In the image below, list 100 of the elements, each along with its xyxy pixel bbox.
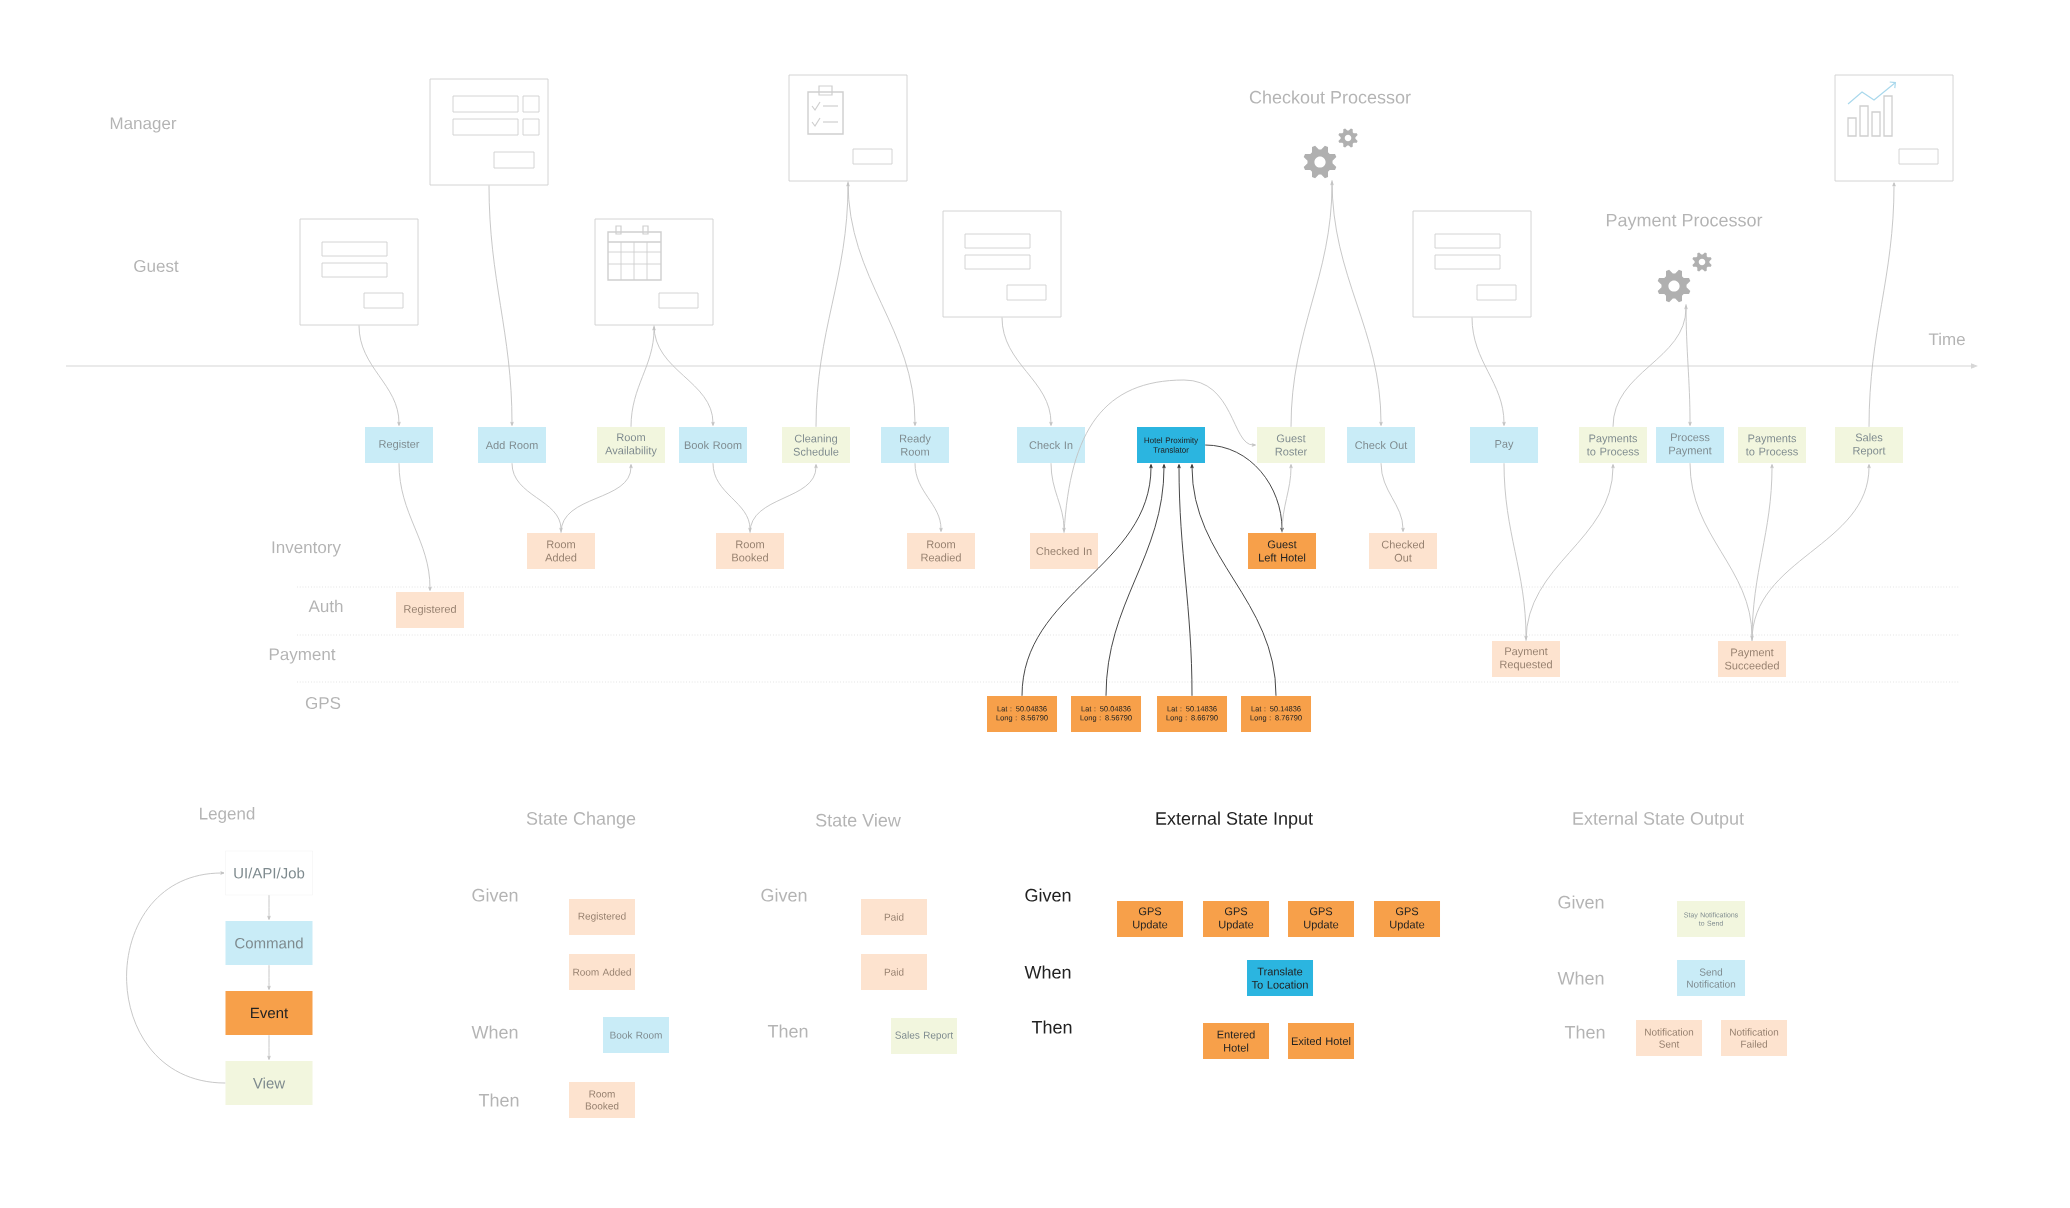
step-label: Then — [767, 1024, 808, 1038]
lane-label: Payment — [269, 648, 336, 664]
sticky-note: Registered — [569, 899, 635, 935]
sticky-note: Payment Requested — [1492, 641, 1560, 677]
sticky-note: Exited Hotel — [1288, 1023, 1354, 1059]
step-label: Then — [1564, 1025, 1605, 1039]
sticky-note: GPS Update — [1374, 901, 1440, 937]
legend-title: Legend — [200, 807, 255, 823]
arrow — [1612, 305, 1688, 428]
step-label: Given — [1558, 895, 1604, 909]
sticky-note: Checked In — [1030, 533, 1098, 569]
sticky-note: Send Notification — [1677, 960, 1745, 996]
step-label: When — [471, 1025, 518, 1039]
sticky-note: Cleaning Schedule — [782, 427, 850, 463]
sticky-note: Book Room — [603, 1017, 669, 1053]
lane-label: Manager — [110, 117, 177, 133]
arrow — [847, 181, 917, 426]
sticky-note: Sales Report — [1835, 427, 1903, 463]
arrow — [1290, 181, 1334, 428]
arrow — [560, 464, 633, 534]
sticky-note: GPS Update — [1288, 901, 1354, 937]
sticky-note: Command — [225, 921, 313, 965]
axis-label: Time — [1928, 332, 1965, 346]
arrow — [914, 462, 943, 532]
sticky-note: Payments to Process — [1738, 427, 1806, 463]
arrow — [1204, 444, 1284, 532]
arrow — [1281, 464, 1293, 534]
screen-mockup — [594, 218, 714, 326]
sticky-note: Room Added — [569, 954, 635, 990]
processor-label: Checkout Processor — [1249, 90, 1411, 104]
step-label: Then — [1031, 1020, 1072, 1034]
sticky-note: Book Room — [679, 427, 747, 463]
arrow — [358, 325, 401, 426]
arrow — [1063, 379, 1256, 534]
arrow — [1190, 464, 1277, 697]
arrow — [1503, 462, 1528, 640]
arrow — [511, 462, 563, 532]
sticky-note: UI/API/Job — [225, 850, 313, 896]
arrow — [1050, 462, 1066, 532]
sticky-note: Checked Out — [1369, 533, 1437, 569]
section-title: State View — [815, 813, 901, 827]
sticky-note: Payment Succeeded — [1718, 641, 1786, 677]
sticky-note: Room Booked — [716, 533, 784, 569]
sticky-note: Register — [365, 427, 433, 463]
screen-mockup — [1834, 74, 1954, 182]
arrow — [1471, 317, 1506, 426]
sticky-note: Ready Room — [881, 427, 949, 463]
sticky-note: Paid — [861, 954, 927, 990]
sticky-note: Paid — [861, 899, 927, 935]
arrow — [815, 182, 850, 428]
sticky-note: Add Room — [478, 427, 546, 463]
arrow — [126, 871, 226, 1084]
sticky-note: Payments to Process — [1579, 427, 1647, 463]
lane-label: GPS — [305, 697, 341, 710]
arrow — [749, 464, 818, 534]
sticky-note: GPS Update — [1203, 901, 1269, 937]
arrow — [1868, 182, 1896, 428]
sticky-note: View — [225, 1061, 313, 1105]
arrow — [398, 462, 432, 591]
sticky-note: Entered Hotel — [1203, 1023, 1269, 1059]
screen-mockup — [1412, 210, 1532, 318]
sticky-note: Check In — [1017, 427, 1085, 463]
arrow — [1021, 464, 1153, 697]
sticky-note: Room Readied — [907, 533, 975, 569]
arrow — [488, 185, 514, 426]
step-label: When — [1024, 965, 1071, 979]
step-label: Given — [472, 888, 518, 902]
processor-label: Payment Processor — [1606, 213, 1763, 231]
step-label: When — [1557, 971, 1604, 985]
screen-mockup — [788, 74, 908, 182]
sticky-note: Event — [225, 991, 313, 1035]
screen-mockup — [299, 218, 419, 326]
arrow — [1331, 179, 1383, 426]
section-title: External State Output — [1573, 811, 1744, 829]
sticky-note: Sales Report — [891, 1018, 957, 1054]
arrow — [1105, 464, 1166, 697]
sticky-note: Room Booked — [569, 1082, 635, 1118]
sticky-note: Guest Roster — [1257, 427, 1325, 463]
step-label: Then — [478, 1093, 519, 1107]
lane-label: Guest — [134, 260, 179, 273]
sticky-note: Room Availability — [597, 427, 665, 463]
sticky-note: Process Payment — [1656, 427, 1724, 463]
arrow — [1380, 462, 1405, 532]
arrow — [653, 325, 715, 426]
sticky-note: Notification Failed — [1721, 1020, 1787, 1056]
screen-mockup — [429, 78, 549, 186]
sticky-note: Translate To Location — [1247, 960, 1313, 996]
sticky-note: Registered — [396, 592, 464, 628]
sticky-note: Hotel Proximity Translator — [1137, 427, 1205, 463]
screen-mockup — [942, 210, 1062, 318]
sticky-note: Check Out — [1347, 427, 1415, 463]
sticky-note: GPS Update — [1117, 901, 1183, 937]
arrow — [1177, 464, 1193, 697]
sticky-note: Notification Sent — [1636, 1020, 1702, 1056]
step-label: Given — [1025, 888, 1071, 902]
arrow — [630, 326, 656, 428]
arrow — [1751, 464, 1871, 642]
sticky-note: Room Added — [527, 533, 595, 569]
arrow — [1001, 317, 1053, 426]
sticky-note: Pay — [1470, 427, 1538, 463]
